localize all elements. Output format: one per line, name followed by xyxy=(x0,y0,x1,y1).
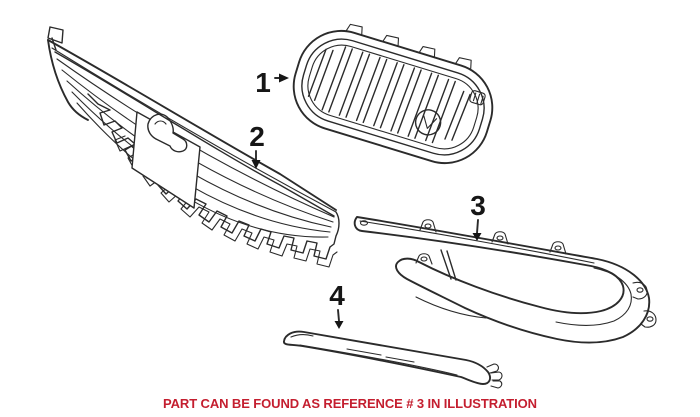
grille-inner-rim xyxy=(301,38,485,156)
part-2-lower-grille-drawing xyxy=(47,26,340,268)
arrow-head xyxy=(334,321,344,329)
grille-top-edge xyxy=(47,39,337,211)
callout-3: 3 xyxy=(470,190,486,241)
callout-4: 4 xyxy=(329,280,345,329)
arrow-head xyxy=(279,73,289,83)
clip-hole xyxy=(424,223,432,229)
grille-vanes xyxy=(307,46,471,144)
callout-4-arrow-icon xyxy=(334,309,344,329)
clip-shape xyxy=(419,219,567,255)
callout-1-number: 1 xyxy=(255,67,271,98)
roundel-circle xyxy=(414,109,442,136)
arrow-shaft xyxy=(337,309,340,322)
corner-fin xyxy=(47,26,64,51)
grille-left-edge xyxy=(47,39,89,121)
callout-2-number: 2 xyxy=(249,121,265,152)
trim-top-clips xyxy=(419,219,567,255)
arrow-head xyxy=(251,160,261,169)
grille-teeth xyxy=(87,93,340,260)
grille-outer-rim xyxy=(292,29,494,165)
trim-arm-ear-clip xyxy=(415,253,433,265)
reference-note: PART CAN BE FOUND AS REFERENCE # 3 IN IL… xyxy=(163,396,537,411)
end-clip-hatch xyxy=(472,92,484,105)
clip-hole xyxy=(420,256,428,262)
clip-hole xyxy=(636,287,644,293)
trim-silhouette xyxy=(353,216,651,344)
roundel-mark xyxy=(423,115,438,129)
bracket-hook-detail xyxy=(154,120,167,125)
clip-shape xyxy=(415,253,433,265)
trim-arm-accent xyxy=(415,296,487,319)
clip-hole xyxy=(359,220,369,226)
part-3-headlight-trim-drawing xyxy=(353,216,657,344)
arrow-head xyxy=(472,233,482,241)
callout-2: 2 xyxy=(249,121,265,169)
trim-strip-midline xyxy=(359,220,595,264)
license-plate-panel xyxy=(131,111,201,209)
callout-3-arrow-icon xyxy=(472,219,482,241)
arrow-shaft xyxy=(476,219,479,234)
end-clip-body xyxy=(469,90,486,106)
rim-mounting-tabs xyxy=(345,23,472,70)
clip-hole xyxy=(496,235,504,241)
callout-4-number: 4 xyxy=(329,280,345,311)
trim-left-end-clip xyxy=(359,220,369,226)
grille-slats xyxy=(51,47,337,238)
clip-shape xyxy=(632,281,657,328)
callout-1-arrow-icon xyxy=(274,73,289,83)
strip-accents xyxy=(290,334,415,363)
part-1-kidney-grille-drawing xyxy=(292,23,494,165)
trim-loop-inner-line xyxy=(555,267,632,326)
callout-3-number: 3 xyxy=(470,190,486,221)
callout-1: 1 xyxy=(255,67,289,98)
grille-inner-line xyxy=(307,44,479,150)
clip-hole xyxy=(646,316,654,322)
strip-end-prongs xyxy=(486,363,503,389)
trim-connector-post xyxy=(440,249,457,281)
part-4-molding-strip-drawing xyxy=(283,330,503,389)
strip-outline xyxy=(283,330,491,385)
rim-end-clip xyxy=(469,90,486,106)
callout-2-arrow-icon xyxy=(251,150,261,169)
bracket-hook xyxy=(147,113,188,153)
clip-hole xyxy=(554,245,562,251)
roundel-mount xyxy=(414,109,442,136)
strip-inner-line xyxy=(299,344,458,376)
grille-face-edge xyxy=(54,51,335,217)
trim-right-clips xyxy=(632,281,657,328)
